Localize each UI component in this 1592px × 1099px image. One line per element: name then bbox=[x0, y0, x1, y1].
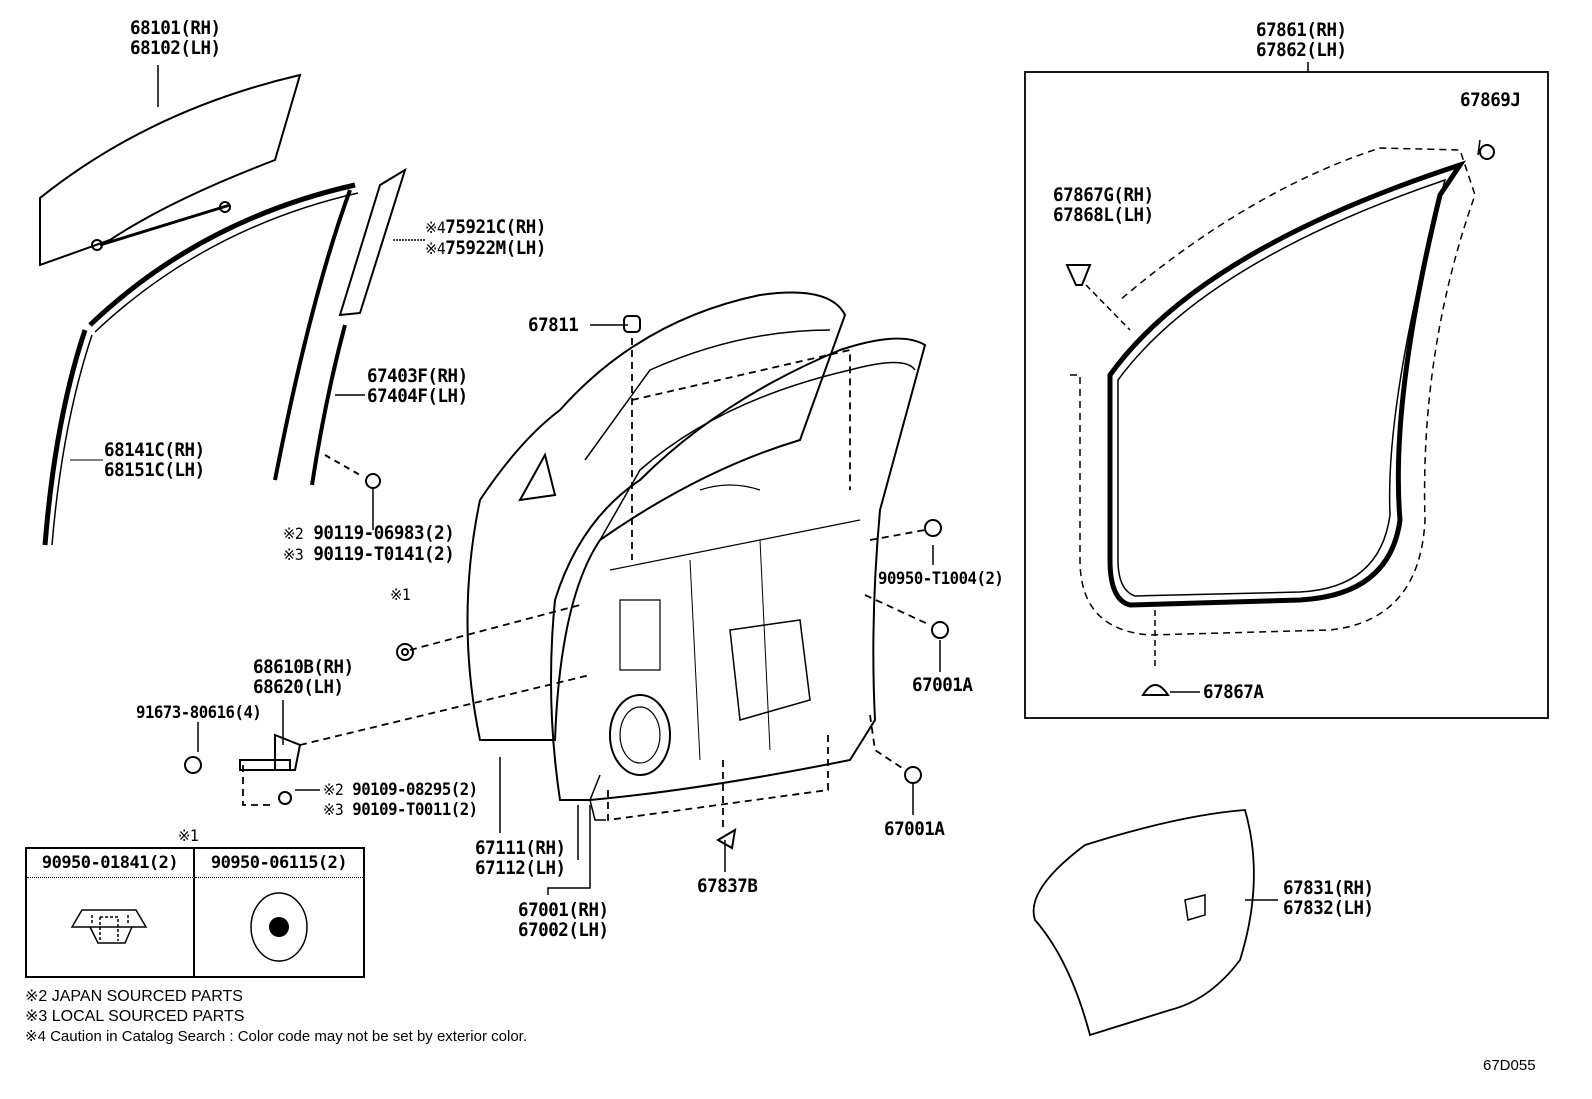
weatherstrip-box bbox=[1024, 62, 1549, 719]
door-glass bbox=[39, 65, 302, 267]
part-number: 67112(LH) bbox=[475, 857, 566, 879]
hole-plug-icon bbox=[70, 908, 148, 944]
part-number: 90119-06983(2) bbox=[313, 522, 455, 544]
label-ws-clip-j[interactable]: 67869J bbox=[1460, 89, 1521, 111]
part-number: 68151C(LH) bbox=[104, 459, 205, 481]
label-ws-clip-a[interactable]: 67867A bbox=[1203, 681, 1264, 703]
part-number: 68610B(RH) bbox=[253, 656, 354, 678]
part-number: 75921C(RH) bbox=[445, 216, 546, 238]
part-number: 68101(RH) bbox=[130, 17, 221, 39]
label-clip[interactable]: 67837B bbox=[697, 875, 758, 897]
part-number: 67002(LH) bbox=[518, 919, 609, 941]
round-plug-icon bbox=[250, 892, 308, 962]
note-mark: ※3 bbox=[323, 800, 344, 819]
label-cushion[interactable]: 67811 bbox=[528, 314, 579, 336]
note-caution: ※4 Caution in Catalog Search : Color cod… bbox=[25, 1028, 527, 1045]
label-check-screw[interactable]: ※2 90109-08295(2) ※3 90109-T0011(2) bbox=[323, 780, 478, 820]
part-number: 67832(LH) bbox=[1283, 897, 1374, 919]
part-number: 67111(RH) bbox=[475, 837, 566, 859]
note1-mark: ※1 bbox=[390, 585, 411, 604]
label-check-bolt[interactable]: 91673-80616(4) bbox=[136, 703, 262, 723]
label-door-check[interactable]: 68610B(RH) 68620(LH) bbox=[253, 657, 354, 697]
note-japan: ※2 JAPAN SOURCED PARTS bbox=[25, 988, 243, 1005]
part-number: 75922M(LH) bbox=[445, 237, 546, 259]
fasteners bbox=[184, 315, 949, 850]
part-number: 90119-T0141(2) bbox=[313, 543, 455, 565]
label-window-garnish[interactable]: ※475921C(RH) ※475922M(LH) bbox=[425, 217, 546, 259]
part-number: 68620(LH) bbox=[253, 676, 344, 698]
label-weatherstrip[interactable]: 67861(RH) 67862(LH) bbox=[1256, 20, 1347, 60]
note-mark: ※4 bbox=[425, 218, 446, 237]
note-mark: ※2 bbox=[283, 524, 304, 543]
label-door-glass[interactable]: 68101(RH) 68102(LH) bbox=[130, 18, 221, 58]
front-run-channel bbox=[42, 182, 359, 546]
part-number: 67867G(RH) bbox=[1053, 184, 1154, 206]
plug-illustration-cell bbox=[27, 878, 195, 976]
part-number: 68141C(RH) bbox=[104, 439, 205, 461]
part-number: 90109-T0011(2) bbox=[352, 800, 478, 820]
label-ws-clip-g[interactable]: 67867G(RH) 67868L(LH) bbox=[1053, 185, 1154, 225]
window-garnish bbox=[273, 167, 425, 530]
note-mark: ※2 bbox=[323, 780, 344, 799]
label-door-assembly[interactable]: 67001(RH) 67002(LH) bbox=[518, 900, 609, 940]
note-mark: ※3 bbox=[283, 545, 304, 564]
part-number: 67861(RH) bbox=[1256, 19, 1347, 41]
label-channel-bolt[interactable]: ※2 90119-06983(2) ※3 90119-T0141(2) bbox=[283, 522, 455, 565]
part-number: 67831(RH) bbox=[1283, 877, 1374, 899]
table-mark: ※1 bbox=[178, 826, 199, 845]
part-number: 67403F(RH) bbox=[367, 365, 468, 387]
label-service-cover[interactable]: 67831(RH) 67832(LH) bbox=[1283, 878, 1374, 918]
label-stopper-upper[interactable]: 67001A bbox=[912, 674, 973, 696]
table-header[interactable]: 90950-01841(2) bbox=[27, 849, 195, 878]
diagram-code: 67D055 bbox=[1483, 1057, 1536, 1074]
part-number: 67001(RH) bbox=[518, 899, 609, 921]
part-number: 67862(LH) bbox=[1256, 39, 1347, 61]
part-number: 67404F(LH) bbox=[367, 385, 468, 407]
solid-leaders bbox=[197, 324, 941, 895]
door-shell bbox=[466, 291, 847, 741]
part-number: 90109-08295(2) bbox=[352, 780, 478, 800]
plug-illustration-cell bbox=[195, 878, 363, 976]
label-door-panel[interactable]: 67111(RH) 67112(LH) bbox=[475, 838, 566, 878]
note-mark: ※4 bbox=[425, 239, 446, 258]
label-rear-channel[interactable]: 67403F(RH) 67404F(LH) bbox=[367, 366, 468, 406]
label-stopper-lower[interactable]: 67001A bbox=[884, 818, 945, 840]
plug-table: 90950-01841(2) 90950-06115(2) bbox=[25, 847, 365, 978]
service-hole-cover bbox=[1032, 809, 1278, 1037]
note-local: ※3 LOCAL SOURCED PARTS bbox=[25, 1008, 245, 1025]
leader-lines bbox=[242, 338, 931, 828]
part-number: 67868L(LH) bbox=[1053, 204, 1154, 226]
table-header[interactable]: 90950-06115(2) bbox=[195, 849, 363, 878]
part-number: 68102(LH) bbox=[130, 37, 221, 59]
label-front-channel[interactable]: 68141C(RH) 68151C(LH) bbox=[104, 440, 205, 480]
label-plug[interactable]: 90950-T1004(2) bbox=[878, 569, 1004, 589]
inner-door-panel bbox=[550, 337, 927, 821]
